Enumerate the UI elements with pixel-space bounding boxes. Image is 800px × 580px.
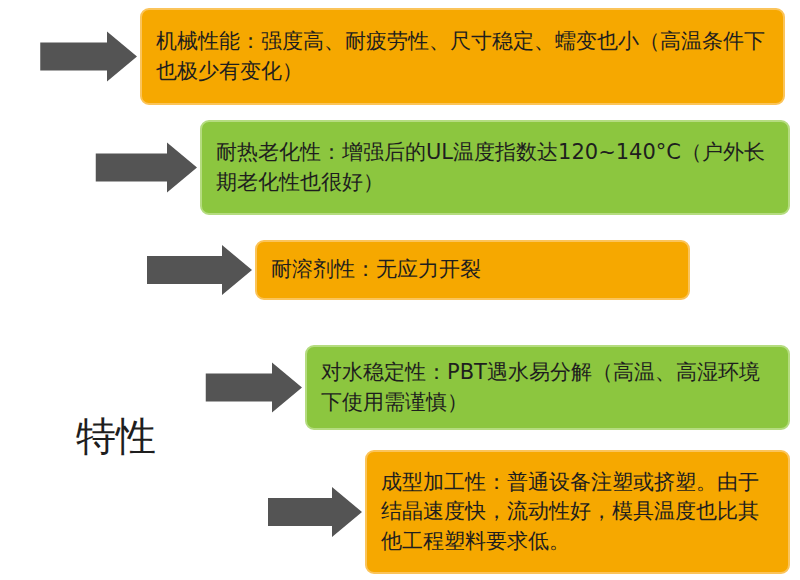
block-arrow [147, 245, 252, 295]
feature-box: 成型加工性：普通设备注塑或挤塑。由于结晶速度快，流动性好，模具温度也比其他工程塑… [365, 450, 790, 574]
feature-box: 耐热老化性：增强后的UL温度指数达120~140°C（户外长期老化性也很好） [200, 120, 790, 215]
block-arrow [206, 363, 302, 413]
feature-text: 机械性能：强度高、耐疲劳性、尺寸稳定、蠕变也小（高温条件下也极少有变化） [156, 27, 769, 86]
feature-text: 对水稳定性：PBT遇水易分解（高温、高湿环境下使用需谨慎） [321, 358, 774, 417]
person-silhouette [4, 202, 133, 572]
feature-text: 耐热老化性：增强后的UL温度指数达120~140°C（户外长期老化性也很好） [216, 138, 774, 197]
feature-box: 对水稳定性：PBT遇水易分解（高温、高湿环境下使用需谨慎） [305, 345, 790, 430]
feature-box: 机械性能：强度高、耐疲劳性、尺寸稳定、蠕变也小（高温条件下也极少有变化） [140, 8, 785, 105]
feature-box: 耐溶剂性：无应力开裂 [255, 240, 690, 300]
triangle-title: 特性 [76, 412, 156, 460]
block-arrow [268, 487, 362, 537]
feature-text: 耐溶剂性：无应力开裂 [271, 255, 674, 284]
block-arrow [40, 32, 137, 82]
block-arrow [96, 143, 197, 193]
feature-text: 成型加工性：普通设备注塑或挤塑。由于结晶速度快，流动性好，模具温度也比其他工程塑… [381, 468, 774, 556]
